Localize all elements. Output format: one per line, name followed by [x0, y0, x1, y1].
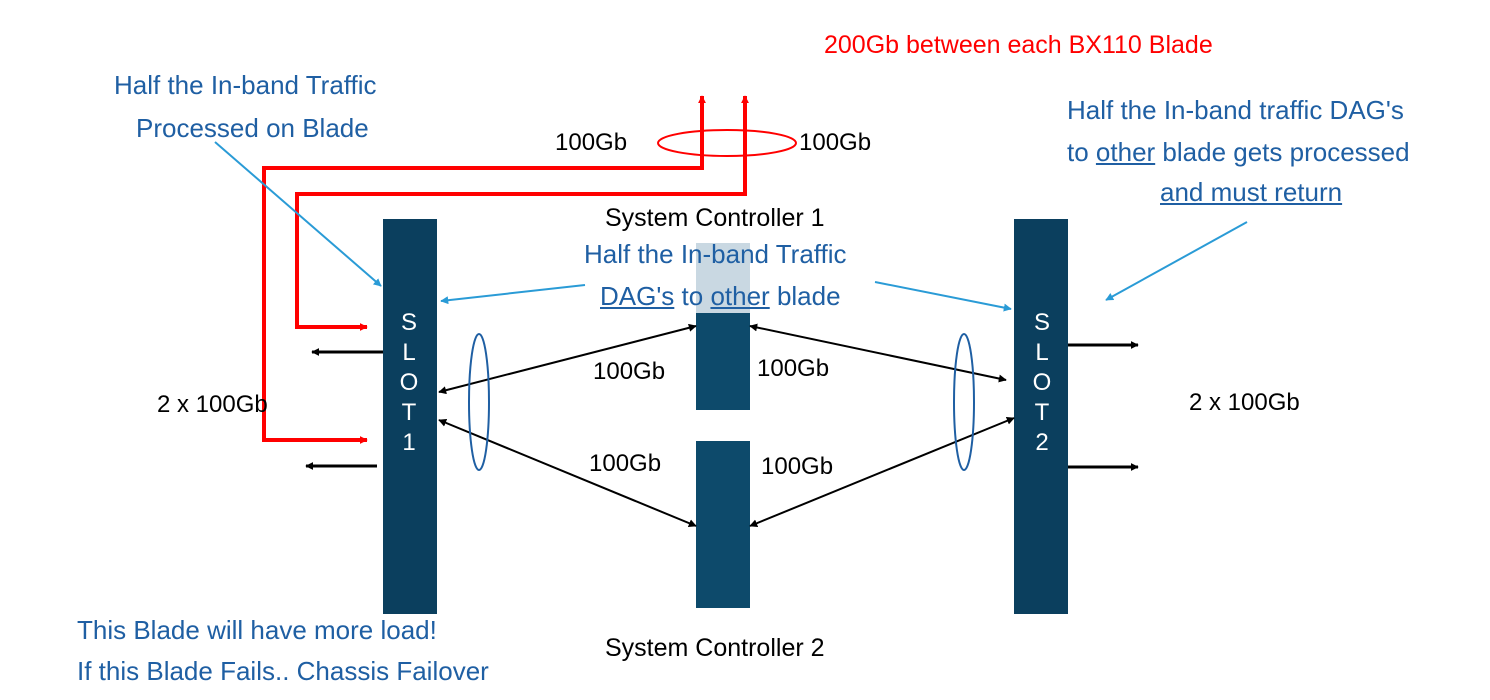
note-center-mid: to — [674, 281, 711, 311]
slot2-ports-label: 2 x 100Gb — [1189, 389, 1300, 416]
slot2-blade — [1014, 219, 1068, 614]
slot2-letter: L — [1035, 339, 1049, 366]
slot2-lag-ellipse — [953, 333, 975, 471]
link-sc2-slot2 — [749, 417, 1015, 527]
slot1-lag-ellipse — [468, 333, 490, 471]
note-center-line-2: DAG's to other blade — [600, 283, 841, 309]
note-arrow-center-right — [874, 281, 1012, 312]
note-center-end: blade — [769, 281, 841, 311]
note-center-underlined-a: DAG's — [600, 281, 675, 311]
system-controller-1-label: System Controller 1 — [605, 204, 825, 232]
note-bottom-line-1: This Blade will have more load! — [77, 615, 437, 645]
slot1-letter: 1 — [402, 429, 416, 456]
link-sc1-slot2 — [749, 323, 1007, 383]
system-controller-2 — [696, 441, 750, 608]
note-right-line-2: to other blade gets processed — [1067, 139, 1410, 165]
note-arrow-left-top — [214, 141, 382, 287]
slot1-ports-label: 2 x 100Gb — [157, 391, 268, 418]
note-right-line-3: and must return — [1160, 177, 1343, 207]
note-right-line-2-post: blade gets processed — [1155, 137, 1410, 167]
link-slot1-sc1 — [438, 323, 697, 395]
system-controller-2-label: System Controller 2 — [605, 634, 825, 662]
uplink-right-label: 100Gb — [799, 129, 872, 156]
port-arrows — [305, 341, 1139, 471]
slot2-label: S L O T 2 — [1016, 308, 1068, 458]
note-left-line-1: Half the In-band Traffic — [114, 70, 377, 100]
note-center-underlined-b: other — [710, 281, 770, 311]
slot2-letter: S — [1033, 309, 1050, 336]
traffic-path-inner — [295, 95, 749, 331]
backplane-links — [438, 323, 1015, 527]
link-slot1-sc2 — [438, 419, 697, 527]
note-arrow-center-left — [440, 284, 586, 305]
note-right-line-2-underlined: other — [1095, 137, 1156, 167]
note-arrows — [214, 141, 1248, 312]
note-bottom-line-2: If this Blade Fails.. Chassis Failover — [77, 656, 489, 686]
note-center-line-1: Half the In-band Traffic — [584, 239, 847, 269]
note-left-line-2: Processed on Blade — [136, 113, 369, 143]
note-right-line-2-pre: to — [1067, 137, 1096, 167]
uplink-lag-ellipse — [657, 129, 797, 157]
link-slot1-sc2-label: 100Gb — [589, 450, 662, 477]
slot1-letter: O — [399, 369, 419, 396]
slot2-letter: O — [1032, 369, 1052, 396]
uplink-left-label: 100Gb — [555, 129, 628, 156]
slot2-letter: 2 — [1035, 429, 1049, 456]
slot2-letter: T — [1034, 399, 1050, 426]
link-sc1-slot2-label: 100Gb — [757, 355, 830, 382]
inband-traffic-paths — [262, 95, 749, 444]
note-right-line-1: Half the In-band traffic DAG's — [1067, 95, 1404, 125]
link-sc2-slot2-label: 100Gb — [761, 453, 834, 480]
slot1-letter: T — [401, 399, 417, 426]
slot1-label: S L O T 1 — [383, 308, 435, 458]
note-arrow-right — [1105, 221, 1248, 301]
top-bandwidth-label: 200Gb between each BX110 Blade — [824, 31, 1213, 59]
slot1-letter: S — [400, 309, 417, 336]
slot1-letter: L — [402, 339, 416, 366]
link-slot1-sc1-label: 100Gb — [593, 358, 666, 385]
